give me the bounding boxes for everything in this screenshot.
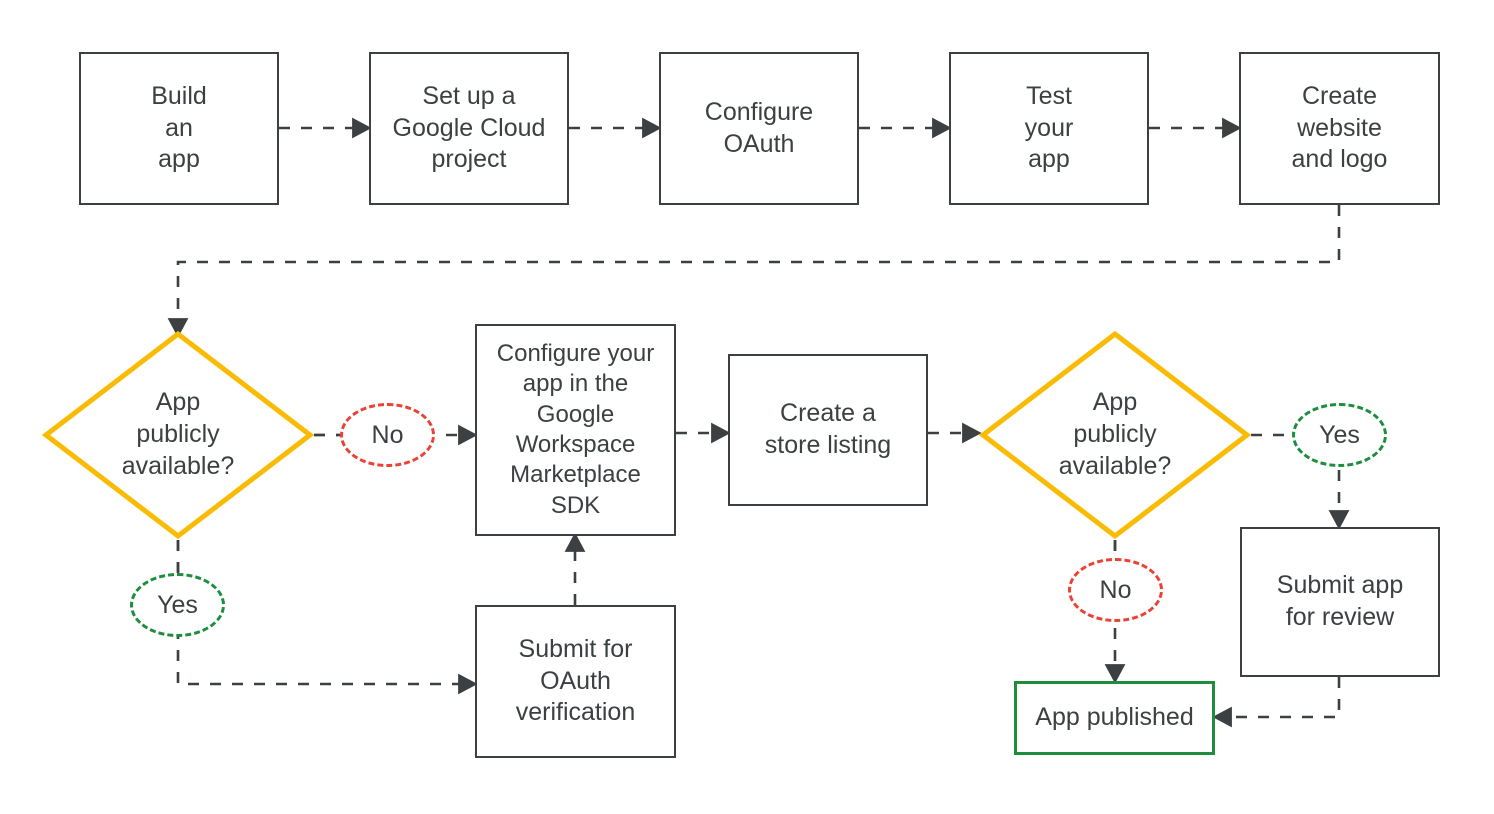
decision-app-publicly-available-2[interactable]: App publicly available? bbox=[979, 330, 1251, 540]
decision-label-1: App publicly available? bbox=[121, 388, 235, 480]
node-create-website-and-logo[interactable]: Create website and logo bbox=[1239, 52, 1440, 205]
diamond-shape-1 bbox=[42, 330, 314, 540]
diamond-shape-2 bbox=[979, 330, 1251, 540]
node-set-up-google-cloud-project[interactable]: Set up a Google Cloud project bbox=[369, 52, 569, 205]
edge-label-no-decision2: No bbox=[1068, 558, 1163, 622]
edge-website-to-decision1 bbox=[167, 205, 1341, 338]
edge-label-no-decision1: No bbox=[340, 403, 435, 467]
edge-label-yes-decision1: Yes bbox=[130, 573, 225, 637]
node-app-published[interactable]: App published bbox=[1014, 681, 1215, 755]
node-submit-for-oauth-verification[interactable]: Submit for OAuth verification bbox=[475, 605, 676, 758]
node-build-an-app[interactable]: Build an app bbox=[79, 52, 279, 205]
node-configure-app-in-marketplace-sdk[interactable]: Configure your app in the Google Workspa… bbox=[475, 324, 676, 536]
decision-app-publicly-available-1[interactable]: App publicly available? bbox=[42, 330, 314, 540]
edge-review-to-published bbox=[1212, 677, 1341, 728]
decision-label-2: App publicly available? bbox=[1058, 388, 1172, 480]
node-test-your-app[interactable]: Test your app bbox=[949, 52, 1149, 205]
node-submit-app-for-review[interactable]: Submit app for review bbox=[1240, 527, 1440, 677]
edge-label-yes-decision2: Yes bbox=[1292, 403, 1387, 467]
node-configure-oauth[interactable]: Configure OAuth bbox=[659, 52, 859, 205]
node-create-a-store-listing[interactable]: Create a store listing bbox=[728, 354, 928, 506]
